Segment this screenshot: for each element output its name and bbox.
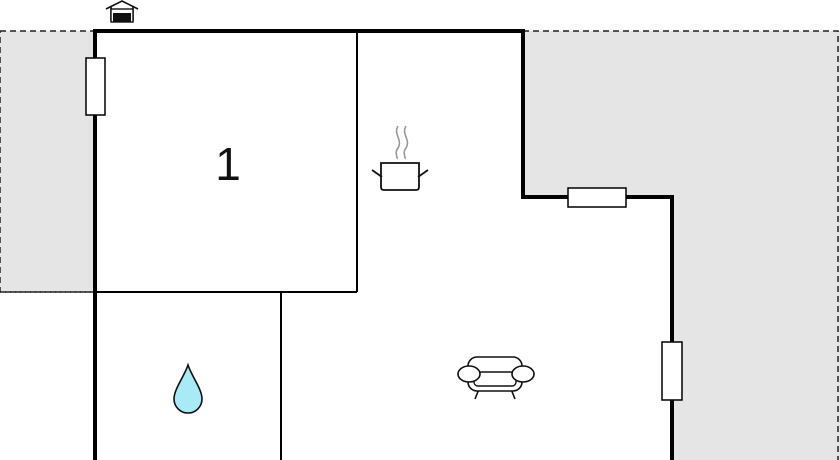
window-icon [567, 187, 627, 208]
entrance-icon [105, 0, 139, 23]
outdoor-area-right-boundary [523, 30, 839, 460]
outdoor-area-right [523, 31, 840, 460]
window-icon [85, 57, 106, 116]
cooking-pot-icon [371, 125, 429, 191]
outdoor-area-left [0, 30, 96, 293]
sofa-icon [457, 356, 535, 400]
window-icon [661, 341, 683, 401]
room-label-bedroom: 1 [215, 138, 241, 190]
water-drop-icon [173, 362, 203, 414]
